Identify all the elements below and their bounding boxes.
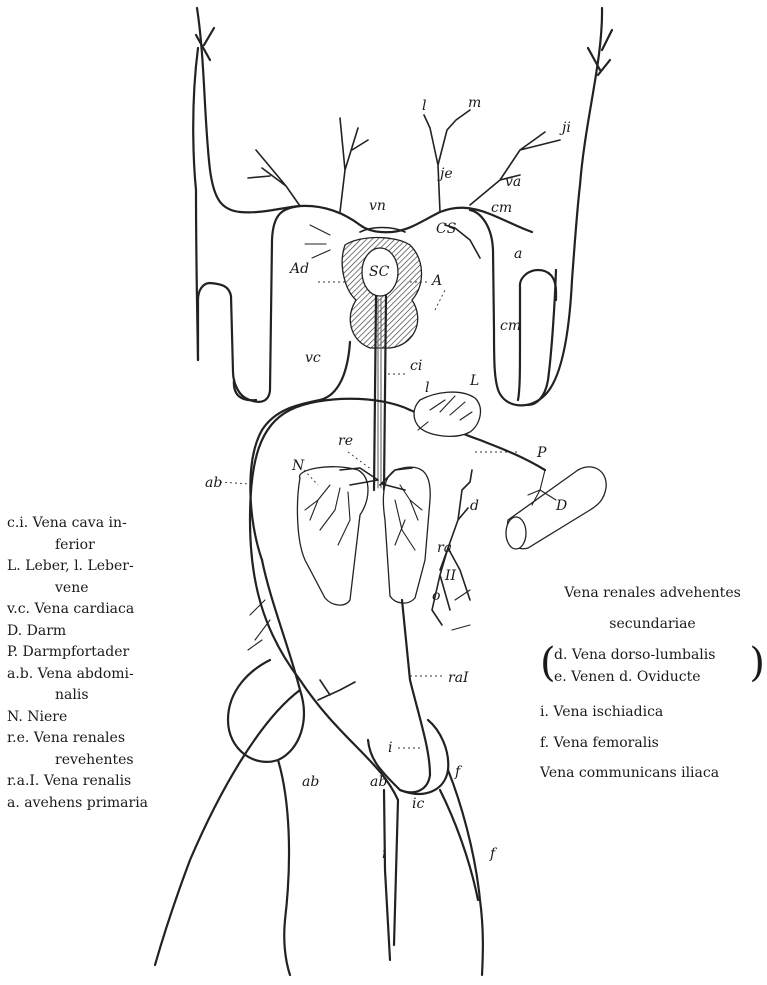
renal-advehent-vein [400,600,430,792]
legend-e: e. Venen d. Oviducte [554,667,751,689]
legend-ci-line1: c.i. Vena cava in- [7,513,192,535]
label-i-upper: i [388,740,392,756]
label-ab-low-left: ab [302,774,319,790]
label-l-top: l [422,98,426,114]
legend-ra-line2: a. avehens primaria [7,793,192,815]
kidneys [297,467,430,605]
label-vn: vn [369,198,386,214]
heart [342,228,421,349]
label-CS: CS [436,221,456,237]
liver [414,392,480,436]
legend-f: f. Vena femoralis [540,733,765,755]
legend-re-line2: revehentes [7,750,192,772]
label-L: L [469,373,479,389]
left-arm-vessel [196,8,300,402]
legend-i: i. Vena ischiadica [540,702,765,724]
label-o: o [432,588,440,604]
label-cm-top: cm [491,200,512,216]
label-d: d [470,498,479,514]
label-va: va [505,174,521,190]
left-arm-outline [193,48,256,400]
label-a: a [514,246,522,262]
label-D: D [555,498,567,514]
label-ci: ci [410,358,422,374]
label-Ad: Ad [288,261,309,277]
label-vc: vc [305,350,321,366]
legend-L-line1: L. Leber, l. Leber- [7,556,192,578]
legend-ra-line1: r.a.I. Vena renalis [7,771,192,793]
label-je: je [437,166,453,182]
legend-d: d. Vena dorso-lumbalis [554,645,751,667]
legend-ab-line2: nalis [7,685,192,707]
label-II: II [444,568,457,584]
label-l-liver: l [425,380,429,396]
close-paren: ) [749,641,765,685]
label-A: A [430,273,442,289]
label-SC: SC [369,264,390,280]
legend-left: c.i. Vena cava in- ferior L. Leber, l. L… [7,513,192,814]
legend-L-line2: vene [7,578,192,600]
legend-bracket-group: ( d. Vena dorso-lumbalis e. Venen d. Ovi… [540,645,765,688]
legend-re-line1: r.e. Vena renales [7,728,192,750]
legend-ab-line1: a.b. Vena abdomi- [7,664,192,686]
label-ic: ic [412,796,424,812]
label-f-upper: f [454,764,463,780]
label-P: P [536,445,547,461]
legend-ic: Vena communicans iliaca [540,763,765,785]
legend-right: Vena renales advehentes secundariae ( d.… [540,583,765,794]
label-N: N [291,458,305,474]
open-paren: ( [540,641,556,685]
label-ab-left: ab [205,475,222,491]
legend-vc: v.c. Vena cardiaca [7,599,192,621]
label-cm-right: cm [500,318,521,334]
legend-title-line1: Vena renales advehentes [540,583,765,605]
label-f-lower: f [489,846,498,862]
legend-D: D. Darm [7,621,192,643]
label-i-lower: i [382,846,386,862]
legend-P: P. Darmpfortader [7,642,192,664]
legend-title-line2: secundariae [540,614,765,636]
leader-lines [220,282,520,748]
label-ab-low-mid: ab [370,774,387,790]
label-ji: ji [559,120,571,136]
label-m: m [468,95,481,111]
label-re: re [338,433,353,449]
legend-ci-line2: ferior [7,535,192,557]
legend-N: N. Niere [7,707,192,729]
label-ra: ra [437,540,452,556]
label-raI: raI [448,670,469,686]
